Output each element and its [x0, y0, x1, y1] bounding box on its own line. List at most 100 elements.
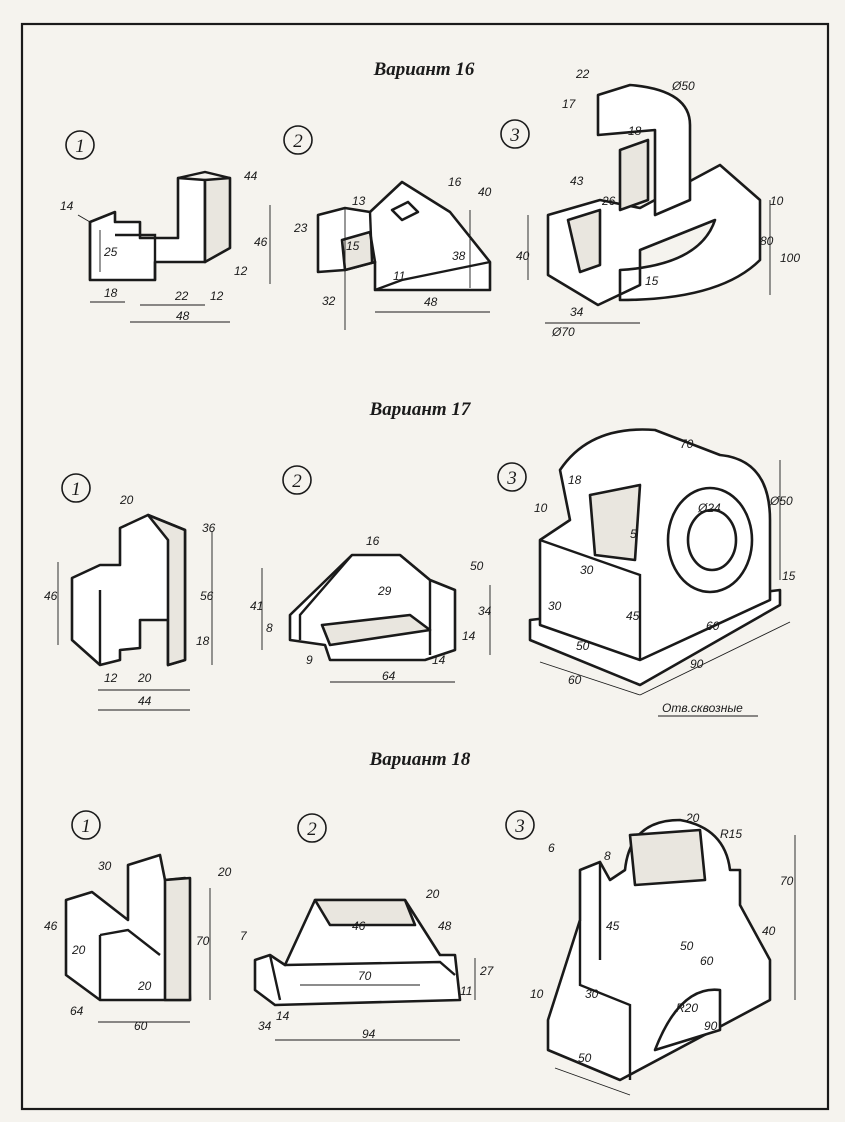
v16-fig1-dim-14: 14: [60, 199, 74, 213]
v18-fig1-dim-30: 30: [98, 859, 112, 873]
v16-fig3-dim-18: 18: [628, 124, 642, 138]
v17-fig2: 2 16 50 29 41 8 34 14 9 14 64: [250, 465, 492, 683]
v17-fig3-dim-d50: Ø50: [769, 494, 793, 508]
v17-fig2-dim-9: 9: [306, 653, 313, 667]
v18-fig3-dim-60: 60: [700, 954, 714, 968]
v17-fig1-dim-44: 44: [138, 694, 152, 708]
v17-fig3-note: Отв.сквозные: [662, 701, 743, 715]
v16-fig3-dim-d50: Ø50: [671, 79, 695, 93]
v18-fig3-dim-r15: R15: [720, 827, 742, 841]
v16-fig2-dim-15: 15: [346, 239, 360, 253]
v17-fig2-dim-41: 41: [250, 599, 263, 613]
v17-fig3-dim-45: 45: [626, 609, 640, 623]
v16-fig1: 1 44 14 25 46 12 18 22 12 48: [60, 130, 271, 323]
v17-fig3-dim-30a: 30: [580, 563, 594, 577]
v18-fig1-dim-60: 60: [134, 1019, 148, 1033]
v18-fig1-dim-20c: 20: [137, 979, 152, 993]
v17-fig2-dim-29: 29: [377, 584, 392, 598]
v18-fig1-number: 1: [81, 816, 91, 837]
v18-fig3-dim-50b: 50: [578, 1051, 592, 1065]
v17-fig2-dim-34: 34: [478, 604, 492, 618]
v18-fig3-dim-30: 30: [585, 987, 599, 1001]
v16-fig2-dim-13: 13: [352, 194, 366, 208]
v16-fig2-dim-16: 16: [448, 175, 462, 189]
v17-fig3-dim-60a: 60: [706, 619, 720, 633]
v17-fig1-dim-12: 12: [104, 671, 118, 685]
v18-fig3-dim-50a: 50: [680, 939, 694, 953]
v17-fig1-dim-56: 56: [200, 589, 214, 603]
v18-fig3-dim-8: 8: [604, 849, 611, 863]
v18-fig3-dim-70: 70: [780, 874, 794, 888]
v17-fig2-dim-16: 16: [366, 534, 380, 548]
v16-fig1-dim-25: 25: [103, 245, 118, 259]
v17-fig1-dim-20b: 20: [137, 671, 152, 685]
v16-fig3-dim-22: 22: [575, 67, 590, 81]
v16-fig3-dim-d70: Ø70: [551, 325, 575, 339]
v17-fig3-dim-30b: 30: [548, 599, 562, 613]
v17-fig1: 1 20 36 46 56 18 12 20 44: [44, 473, 216, 711]
v17-fig3: 3 70 10 18 Ø24 Ø50 5 30 30 45 15 60 50 9…: [497, 428, 796, 717]
v17-fig2-dim-14a: 14: [462, 629, 476, 643]
v17-fig1-dim-20a: 20: [119, 493, 134, 507]
v17-fig2-dim-8: 8: [266, 621, 273, 635]
v18-fig2-dim-94: 94: [362, 1027, 376, 1041]
v17-fig3-dim-90: 90: [690, 657, 704, 671]
v16-fig3-dim-80: 80: [760, 234, 774, 248]
v18-fig2-dim-20: 20: [425, 887, 440, 901]
v17-fig1-dim-18: 18: [196, 634, 210, 648]
v18-fig1: 1 30 20 46 20 70 20 64 60: [44, 810, 232, 1033]
v18-fig1-dim-20b: 20: [71, 943, 86, 957]
v18-fig3-dim-45: 45: [606, 919, 620, 933]
v16-fig1-dim-12b: 12: [210, 289, 224, 303]
variant-17-title: Вариант 17: [369, 399, 472, 420]
v16-fig3-dim-34: 34: [570, 305, 584, 319]
v17-fig3-dim-70: 70: [680, 437, 694, 451]
v16-fig3-dim-26: 26: [601, 194, 616, 208]
v16-fig2-dim-11: 11: [393, 269, 405, 283]
v17-fig3-dim-50: 50: [576, 639, 590, 653]
v18-fig2-dim-14: 14: [276, 1009, 290, 1023]
v18-fig2-dim-11: 11: [460, 984, 472, 998]
v18-fig2: 2 20 46 48 7 70 27 11 14 34 94: [240, 813, 495, 1041]
v16-fig2: 2 16 40 13 23 15 38 11 32 48: [283, 125, 492, 330]
v16-fig2-dim-40: 40: [478, 185, 492, 199]
v17-fig3-dim-60b: 60: [568, 673, 582, 687]
v16-fig3-dim-100: 100: [780, 251, 800, 265]
variant-18-title: Вариант 18: [369, 749, 471, 770]
v18-fig3-dim-6: 6: [548, 841, 555, 855]
v16-fig2-dim-23: 23: [293, 221, 308, 235]
v16-fig1-dim-48: 48: [176, 309, 190, 323]
v17-fig2-dim-14b: 14: [432, 653, 446, 667]
v16-fig3-dim-10: 10: [770, 194, 784, 208]
v18-fig2-dim-46: 46: [352, 919, 366, 933]
v17-fig3-number: 3: [506, 468, 517, 489]
v18-fig2-dim-34: 34: [258, 1019, 272, 1033]
v18-fig3: 3 20 R15 6 8 70 45 50 40 60 10 30 R20 90…: [505, 810, 796, 1096]
v16-fig1-number: 1: [75, 136, 85, 157]
v18-fig3-dim-20: 20: [685, 811, 700, 825]
v17-fig3-dim-15: 15: [782, 569, 796, 583]
v18-fig2-dim-27: 27: [479, 964, 495, 978]
v17-fig3-dim-d24: Ø24: [697, 501, 721, 515]
v16-fig2-dim-48: 48: [424, 295, 438, 309]
v18-fig2-dim-7: 7: [240, 929, 248, 943]
v18-fig3-dim-10: 10: [530, 987, 544, 1001]
v17-fig1-dim-46: 46: [44, 589, 58, 603]
v16-fig3-dim-40: 40: [516, 249, 530, 263]
v17-fig1-number: 1: [71, 479, 81, 500]
v18-fig1-dim-20a: 20: [217, 865, 232, 879]
v16-fig1-dim-18: 18: [104, 286, 118, 300]
v16-fig3-dim-15: 15: [645, 274, 659, 288]
v18-fig1-dim-46: 46: [44, 919, 58, 933]
v16-fig2-dim-38: 38: [452, 249, 466, 263]
v16-fig1-dim-12a: 12: [234, 264, 248, 278]
v17-fig3-dim-10: 10: [534, 501, 548, 515]
v18-fig2-number: 2: [307, 819, 317, 840]
v16-fig1-dim-46: 46: [254, 235, 268, 249]
v16-fig3-dim-43: 43: [570, 174, 584, 188]
v18-fig1-dim-70: 70: [196, 934, 210, 948]
v16-fig3: 3 22 Ø50 17 18 43 26 10 80 40 15 100 34 …: [500, 67, 800, 339]
v18-fig3-number: 3: [514, 816, 525, 837]
v18-fig3-dim-40: 40: [762, 924, 776, 938]
